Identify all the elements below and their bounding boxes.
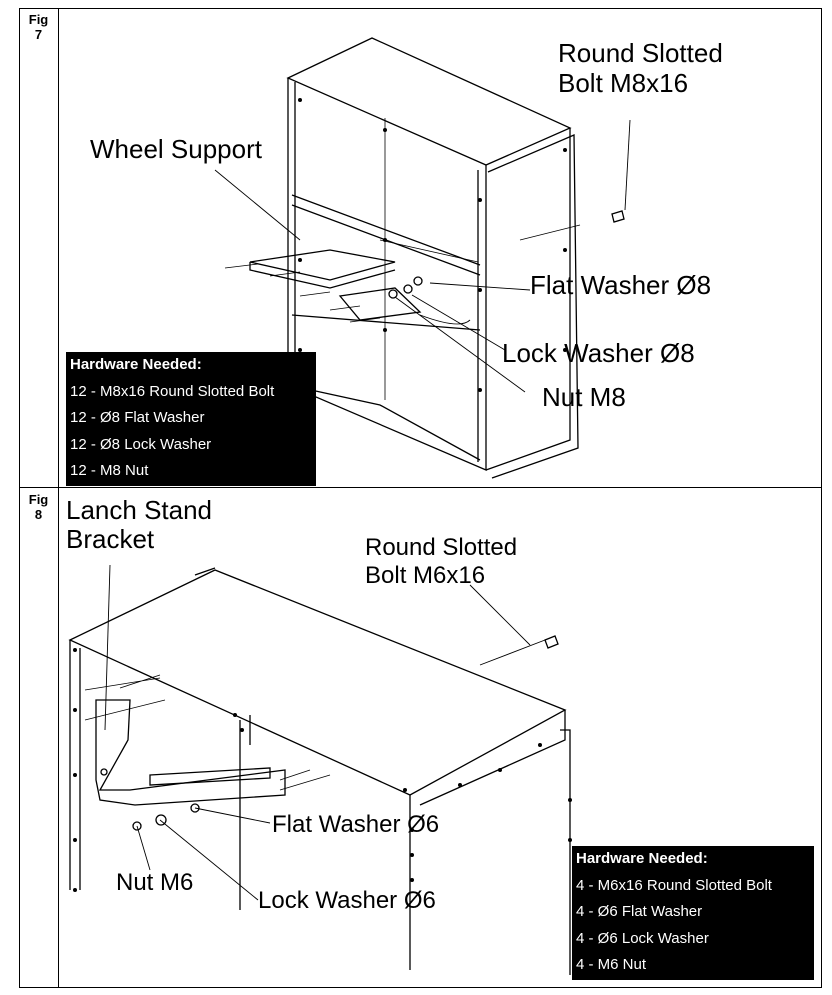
hardware-item: 4 - Ø6 Lock Washer [576, 929, 709, 947]
hardware-item: 12 - Ø8 Flat Washer [70, 409, 205, 426]
figure-7-row [19, 8, 822, 488]
nut-callout-fig8: Nut M6 [116, 869, 194, 896]
hardware-item: 4 - M6x16 Round Slotted Bolt [576, 876, 772, 894]
lock-washer-callout-fig7: Lock Washer Ø8 [502, 338, 695, 368]
hardware-item: 4 - M6 Nut [576, 956, 647, 973]
hardware-title: Hardware Needed: [576, 850, 708, 867]
figure-8-label: Fig 8 [19, 488, 59, 988]
lock-washer-callout-fig8: Lock Washer Ø6 [258, 887, 436, 914]
hardware-list-fig7: Hardware Needed: 12 - M8x16 Round Slotte… [66, 352, 316, 486]
wheel-support-callout: Wheel Support [90, 134, 262, 164]
hardware-item: 12 - M8x16 Round Slotted Bolt [70, 382, 275, 400]
hardware-title: Hardware Needed: [70, 356, 202, 373]
hardware-item: 12 - M8 Nut [70, 462, 149, 479]
figure-7-label: Fig 7 [19, 8, 59, 488]
hardware-item: 12 - Ø8 Lock Washer [70, 435, 212, 453]
flat-washer-callout-fig8: Flat Washer Ø6 [272, 811, 440, 838]
nut-callout-fig7: Nut M8 [542, 382, 626, 412]
hardware-item: 4 - Ø6 Flat Washer [576, 903, 703, 920]
hardware-list-fig8: Hardware Needed: 4 - M6x16 Round Slotted… [572, 846, 814, 980]
bolt-callout-fig7: Round Slotted Bolt M8x16 [558, 38, 723, 98]
figure-table [19, 8, 822, 988]
flat-washer-callout-fig7: Flat Washer Ø8 [530, 270, 712, 300]
bolt-callout-fig8: Round Slotted Bolt M6x16 [365, 534, 518, 589]
bracket-callout: Lanch Stand Bracket [66, 495, 213, 554]
